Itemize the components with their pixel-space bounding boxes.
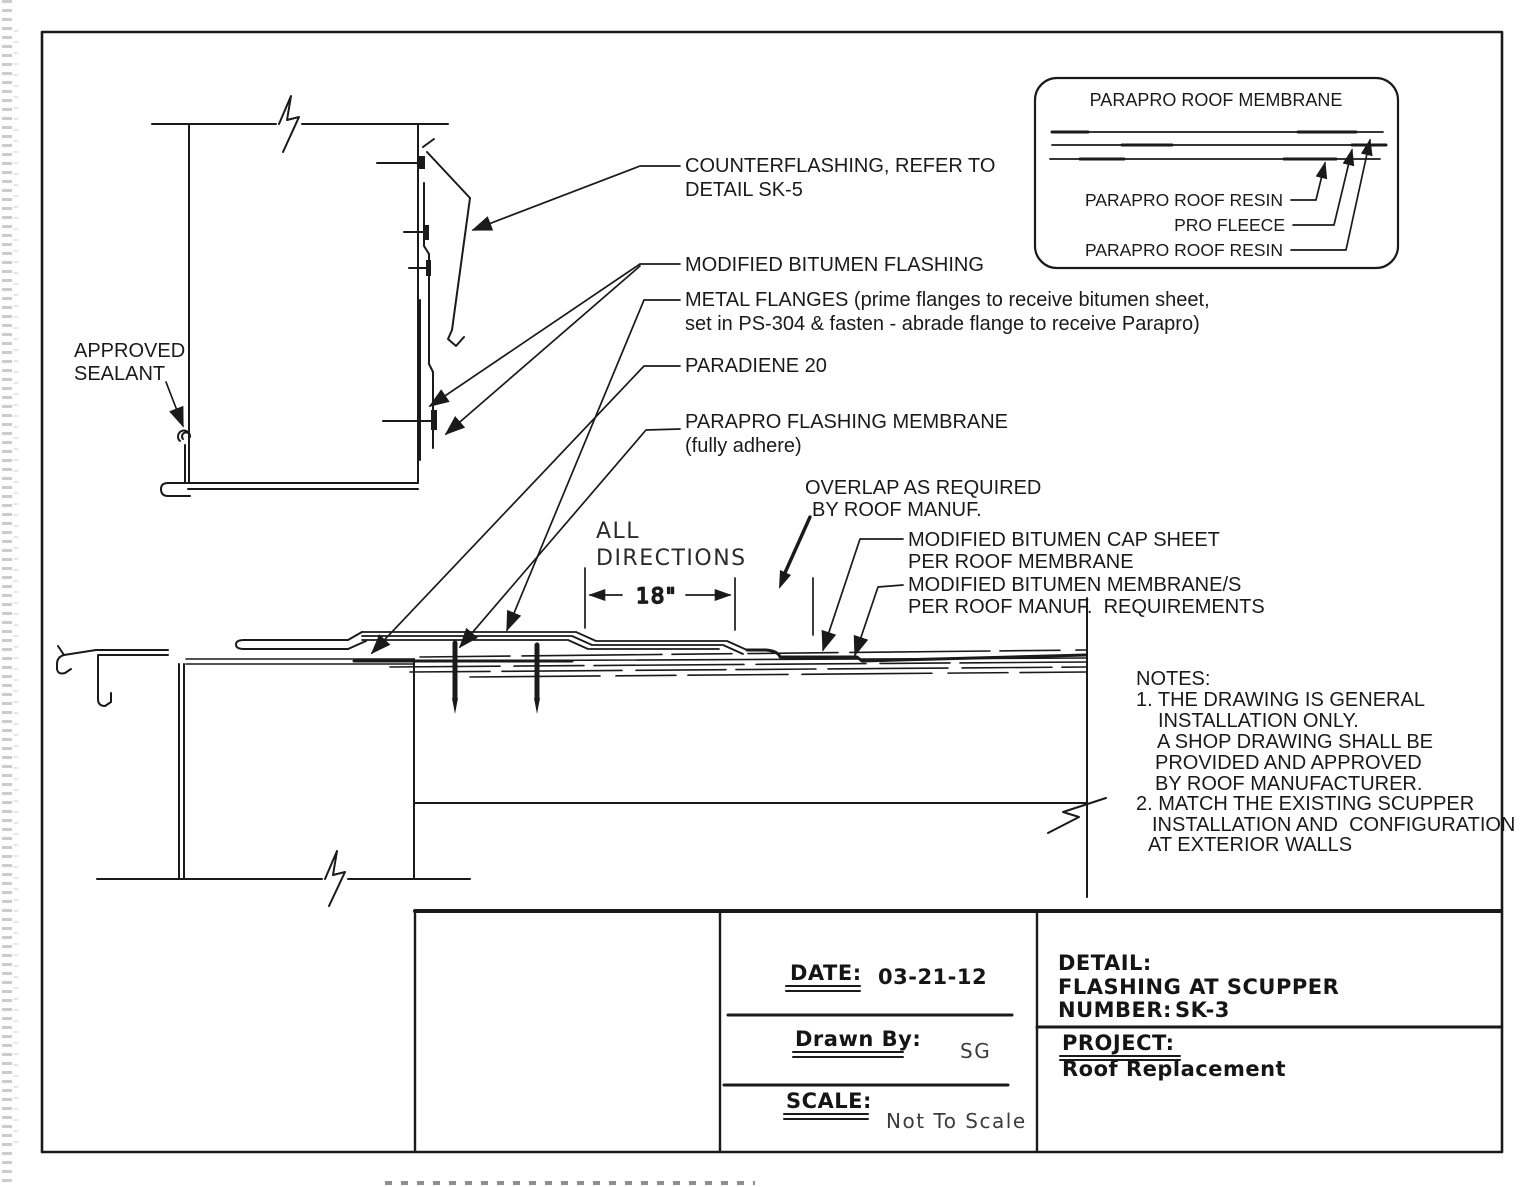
drip-edge: [56, 645, 169, 707]
callout-approved-sealant-line1: APPROVED: [74, 340, 185, 362]
note-line: PROVIDED AND APPROVED: [1155, 752, 1422, 774]
membranes-leader: [853, 584, 904, 657]
membrane-plies: [361, 631, 748, 655]
callout-membranes-line1: MODIFIED BITUMEN MEMBRANE/S: [908, 574, 1241, 596]
dimension-text: 18": [636, 584, 677, 608]
callout-cap-sheet-line2: PER ROOF MEMBRANE: [908, 551, 1134, 573]
wall-flashing-and-fasteners: [376, 156, 437, 461]
callout-paradiene: PARADIENE 20: [685, 355, 827, 377]
titleblock-date-value: 03-21-12: [878, 965, 987, 989]
callout-parapro-line2: (fully adhere): [685, 435, 802, 457]
callout-all-directions-line1: ALL: [596, 519, 640, 544]
deck-fasteners: [452, 640, 540, 714]
titleblock-detail-value: FLASHING AT SCUPPER: [1058, 975, 1339, 999]
titleblock-detail-label: DETAIL:: [1058, 951, 1152, 975]
legend-title: PARAPRO ROOF MEMBRANE: [1090, 90, 1343, 110]
page-border: [40, 30, 1504, 1154]
callout-counterflashing-line2: DETAIL SK-5: [685, 179, 803, 201]
metal-flanges-leader: [506, 299, 681, 632]
legend-label-resin-bot: PARAPRO ROOF RESIN: [1085, 240, 1283, 260]
legend-membrane-lines: [1048, 130, 1388, 161]
titleblock-number-value: SK-3: [1175, 998, 1230, 1022]
paradiene-leader: [370, 365, 681, 655]
legend-label-resin-top: PARAPRO ROOF RESIN: [1085, 190, 1283, 210]
titleblock-number-label: NUMBER:: [1058, 998, 1172, 1022]
callout-overlap-line1: OVERLAP AS REQUIRED: [805, 477, 1041, 499]
titleblock-drawnby-value: SG: [960, 1039, 991, 1063]
callout-overlap-line2: BY ROOF MANUF.: [812, 499, 982, 521]
callout-cap-sheet-line1: MODIFIED BITUMEN CAP SHEET: [908, 529, 1220, 551]
notes-block: NOTES: 1. THE DRAWING IS GENERAL INSTALL…: [1136, 668, 1515, 856]
title-block: DATE: 03-21-12 Drawn By: SG SCALE: Not T…: [413, 909, 1503, 1153]
sealant-leader: [165, 381, 184, 428]
note-line: 2. MATCH THE EXISTING SCUPPER: [1136, 793, 1474, 815]
callout-approved-sealant-line2: SEALANT: [74, 363, 165, 385]
cap-sheet-leader: [821, 538, 904, 652]
legend-leaders: [1290, 138, 1373, 251]
note-line: A SHOP DRAWING SHALL BE: [1157, 731, 1433, 753]
callout-modified-bitumen-flashing: MODIFIED BITUMEN FLASHING: [685, 254, 984, 276]
scan-artifacts: [2, 0, 755, 1187]
titleblock-scale-label: SCALE:: [786, 1089, 872, 1113]
titleblock-date-label: DATE:: [790, 961, 862, 985]
note-line: INSTALLATION AND CONFIGURATION: [1152, 814, 1515, 836]
legend-label-fleece: PRO FLEECE: [1174, 215, 1285, 235]
modified-bitumen-flashing-leader-2: [444, 265, 641, 436]
roof-assembly: [56, 597, 1107, 907]
titleblock-scale-value: Not To Scale: [886, 1109, 1027, 1133]
callout-metal-flanges-line1: METAL FLANGES (prime flanges to receive …: [685, 289, 1210, 311]
counterflashing-profile: [422, 138, 471, 347]
callout-metal-flanges-line2: set in PS-304 & fasten - abrade flange t…: [685, 313, 1200, 335]
title-block-lines: [413, 909, 1503, 1153]
overlap-arrow: [779, 515, 812, 589]
counterflashing-leader: [471, 165, 681, 231]
note-line: 1. THE DRAWING IS GENERAL: [1136, 689, 1425, 711]
titleblock-drawnby-label: Drawn By:: [795, 1027, 921, 1051]
note-line: INSTALLATION ONLY.: [1158, 710, 1359, 732]
callout-all-directions-line2: DIRECTIONS: [596, 546, 747, 571]
parapet-wall-section: [151, 95, 449, 497]
lower-wall: [96, 658, 471, 907]
callout-counterflashing-line1: COUNTERFLASHING, REFER TO: [685, 155, 995, 177]
sealant-bead: [177, 429, 192, 442]
note-line: AT EXTERIOR WALLS: [1148, 834, 1352, 856]
modified-bitumen-flashing-bar: [235, 631, 367, 650]
dimension-18in: 18": [584, 567, 814, 636]
titleblock-project-label: PROJECT:: [1062, 1031, 1175, 1055]
callout-membranes-line2: PER ROOF MANUF. REQUIREMENTS: [908, 596, 1265, 618]
leader-lines: [165, 165, 904, 657]
legend-box: PARAPRO ROOF MEMBRANE PARAPRO ROOF RESIN…: [1033, 76, 1400, 270]
deck-and-field-lines: [185, 649, 1087, 678]
note-line: BY ROOF MANUFACTURER.: [1155, 773, 1422, 795]
structure-lines: [413, 597, 1107, 898]
parapro-membrane-leader: [458, 428, 681, 649]
notes-title: NOTES:: [1136, 668, 1210, 690]
callout-parapro-line1: PARAPRO FLASHING MEMBRANE: [685, 411, 1008, 433]
titleblock-project-value: Roof Replacement: [1062, 1057, 1286, 1081]
callout-texts: COUNTERFLASHING, REFER TO DETAIL SK-5 MO…: [74, 155, 1265, 618]
modified-bitumen-flashing-leader-1: [428, 263, 681, 407]
